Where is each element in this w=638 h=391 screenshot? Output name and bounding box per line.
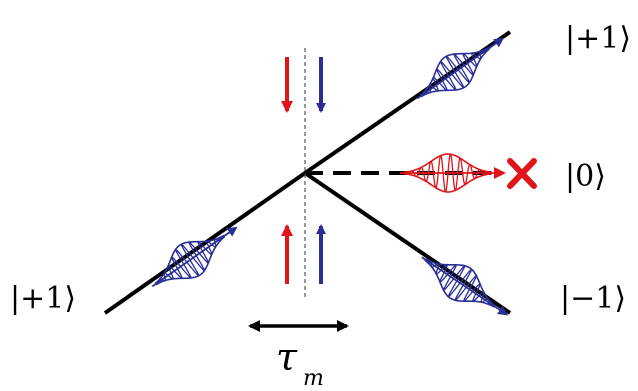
cross-icon xyxy=(510,161,534,186)
zero-wave-packet xyxy=(400,154,504,192)
output-minus-ket-label: |−1⟩ xyxy=(560,281,626,316)
input-trajectory xyxy=(105,173,305,313)
output-zero-ket-label: |0⟩ xyxy=(565,159,606,194)
tau-subscript: m xyxy=(303,366,324,391)
tau-symbol: τ xyxy=(276,335,298,379)
output-minus-trajectory xyxy=(305,173,510,313)
plus-wave-packet xyxy=(407,24,513,113)
output-plus-ket-label: |+1⟩ xyxy=(565,21,631,56)
input-ket-label: |+1⟩ xyxy=(10,281,76,316)
